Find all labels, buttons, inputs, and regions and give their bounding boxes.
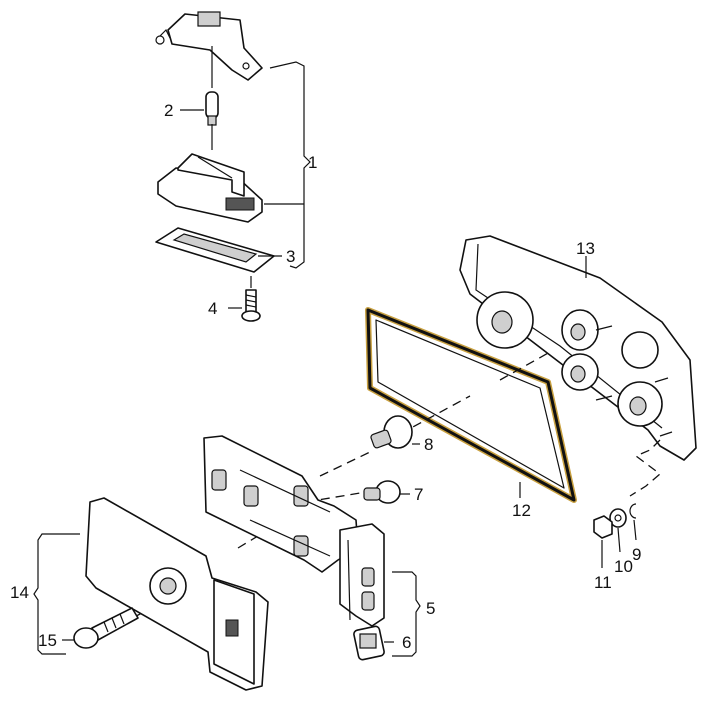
- callout-6: 6: [402, 633, 411, 652]
- nut-11: [593, 515, 613, 568]
- lens-14: [85, 497, 269, 691]
- bulb-small: [180, 91, 219, 126]
- callout-4: 4: [208, 299, 217, 318]
- bulb-holder-board: [203, 435, 385, 627]
- license-lamp-bracket: [155, 11, 263, 88]
- callout-13: 13: [576, 239, 595, 258]
- callout-11: 11: [594, 573, 612, 592]
- connector-6: [353, 625, 394, 661]
- bulb-8: [370, 415, 420, 449]
- bracket-1: [258, 61, 311, 269]
- callout-1: 1: [308, 153, 317, 172]
- callout-14: 14: [10, 583, 29, 602]
- callout-10: 10: [614, 557, 633, 576]
- gasket: [365, 307, 577, 503]
- callout-8: 8: [424, 435, 433, 454]
- callout-5: 5: [426, 599, 435, 618]
- callout-9: 9: [632, 545, 641, 564]
- callout-15: 15: [38, 631, 57, 650]
- lamp-screw-4: [228, 276, 261, 322]
- tail-lamp-housing: [459, 235, 697, 461]
- clip-9: [629, 503, 637, 541]
- lamp-housing: [157, 124, 263, 223]
- lamp-lens: [155, 227, 275, 273]
- callout-12: 12: [512, 501, 531, 520]
- callout-3: 3: [286, 247, 295, 266]
- screw-15: [62, 607, 139, 649]
- callout-2: 2: [164, 101, 173, 120]
- washer-10: [609, 508, 627, 553]
- bulb-7: [363, 480, 410, 504]
- bracket-5: [392, 571, 421, 657]
- bracket-14: [33, 533, 80, 655]
- callout-7: 7: [414, 485, 423, 504]
